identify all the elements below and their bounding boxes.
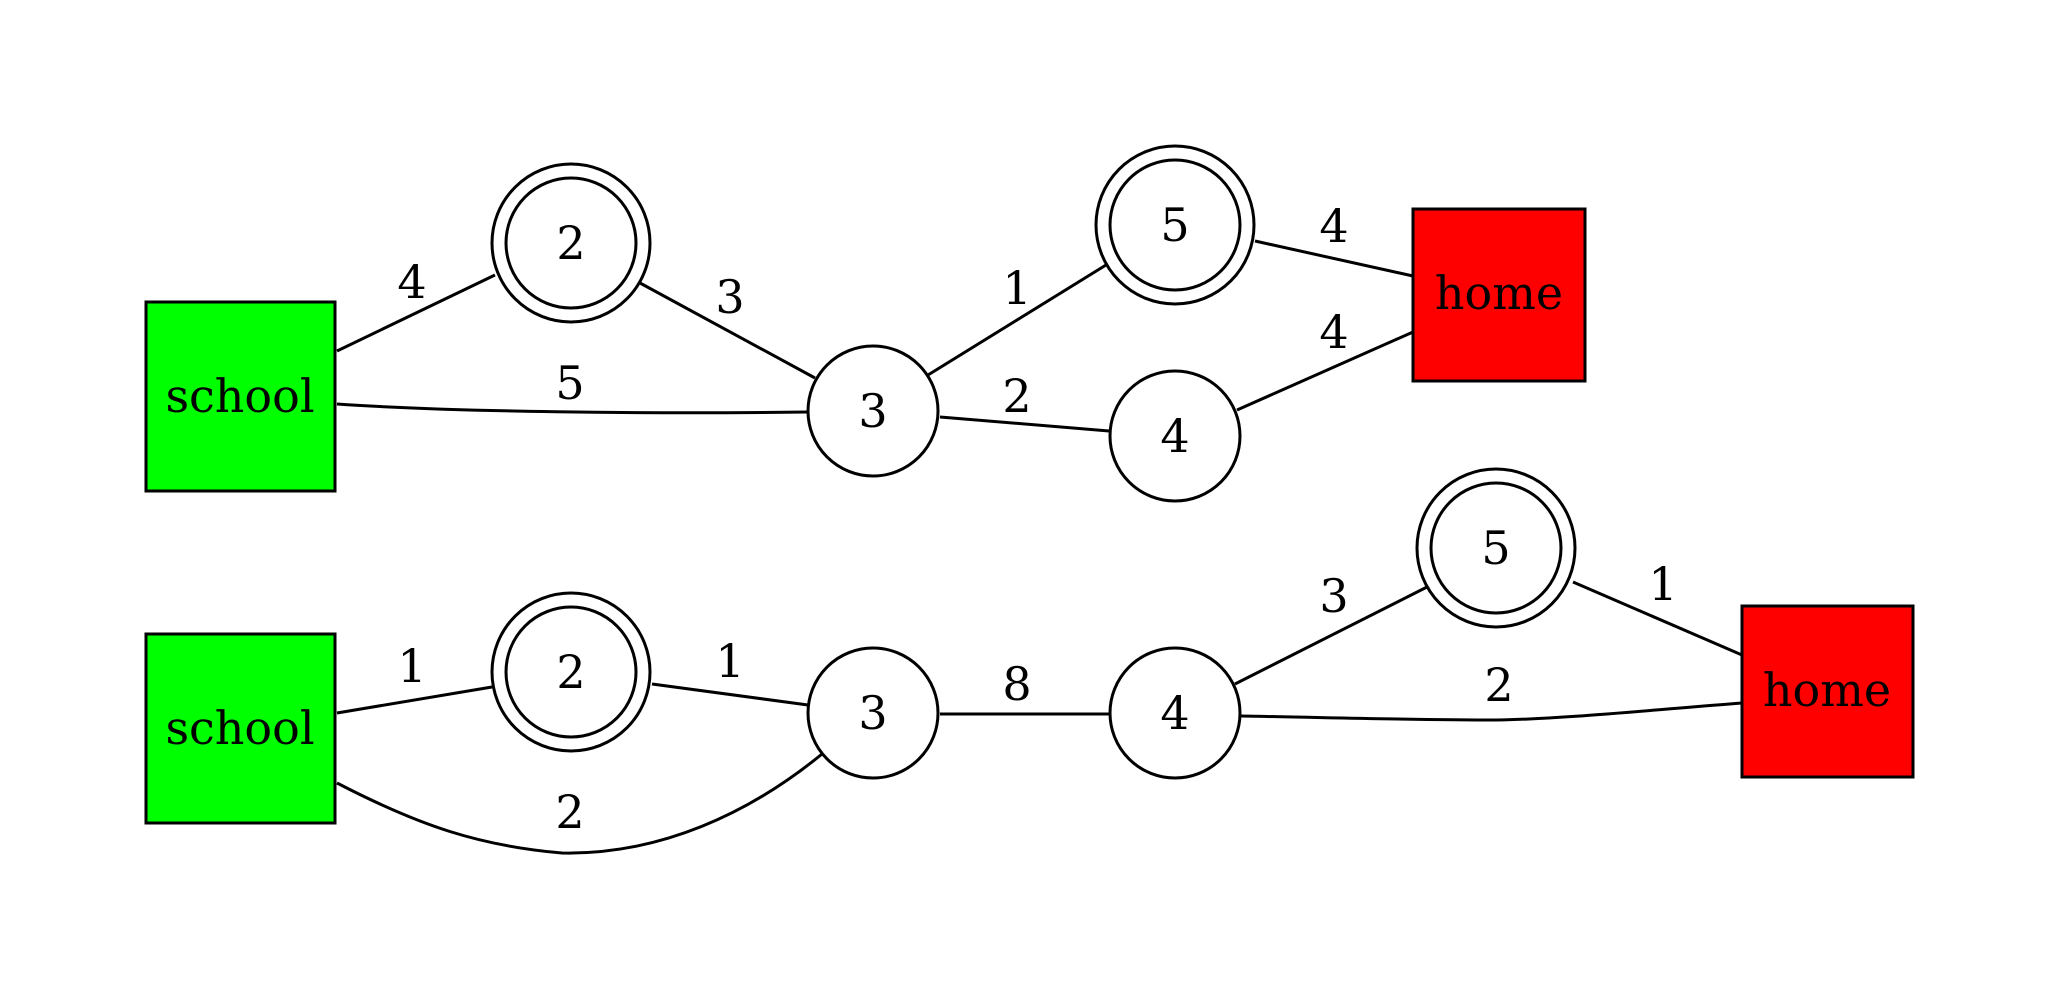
edge-school-2: [336, 685, 493, 715]
edge-label-5-home: 4: [1319, 199, 1348, 253]
edge-5-home: [1254, 239, 1414, 278]
edge-label-4-5: 3: [1319, 569, 1348, 623]
edge-label-school-3: 5: [555, 356, 584, 410]
node-5: 5: [1415, 467, 1577, 629]
edge-3-5: [927, 263, 1107, 377]
node-school: school: [144, 632, 337, 825]
node-2: 2: [490, 591, 652, 753]
node-2-label: 2: [556, 645, 585, 699]
node-4-circle: [1108, 369, 1242, 503]
node-home-box: [1740, 604, 1915, 779]
edge-2-3: [639, 281, 816, 380]
node-4: 4: [1108, 369, 1242, 503]
node-school-box: [144, 632, 337, 825]
graph-2: 1 2 1 8 3 2 1 school 2 3 4 5: [144, 467, 1915, 855]
edge-label-school-2: 4: [397, 255, 426, 309]
node-2: 2: [490, 162, 652, 324]
edge-label-3-4: 2: [1002, 369, 1031, 423]
node-home: home: [1740, 604, 1915, 779]
edge-label-3-4: 8: [1002, 657, 1031, 711]
node-2-inner-ring: [504, 605, 638, 739]
edge-label-school-3: 2: [555, 785, 584, 839]
node-5-inner-ring: [1429, 481, 1563, 615]
edge-label-4-home: 2: [1484, 658, 1513, 712]
node-home: home: [1411, 207, 1587, 383]
node-5-inner-ring: [1108, 158, 1242, 292]
node-school-label: school: [165, 369, 314, 423]
node-2-inner-ring: [504, 176, 638, 310]
node-school: school: [144, 300, 337, 493]
edge-label-5-home: 1: [1648, 557, 1677, 611]
node-3-label: 3: [858, 384, 887, 438]
edge-label-3-5: 1: [1002, 261, 1031, 315]
edge-label-2-3: 3: [715, 270, 744, 324]
edge-school-3: [336, 402, 809, 415]
node-4-label: 4: [1160, 409, 1189, 463]
node-5-label: 5: [1160, 198, 1189, 252]
node-3-circle: [806, 344, 940, 478]
node-4: 4: [1108, 646, 1242, 780]
node-3: 3: [806, 344, 940, 478]
node-5-label: 5: [1481, 521, 1510, 575]
edge-school-3: [336, 752, 823, 855]
node-4-label: 4: [1160, 686, 1189, 740]
node-3-circle: [806, 646, 940, 780]
node-home-label: home: [1763, 663, 1891, 717]
graph-1: 4 5 3 1 2 4 4 school 2 3 5 4: [144, 144, 1587, 503]
node-5: 5: [1094, 144, 1256, 306]
node-home-box: [1411, 207, 1587, 383]
edge-school-2: [336, 273, 496, 353]
edge-label-2-3: 1: [715, 634, 744, 688]
edge-label-school-2: 1: [397, 639, 426, 693]
node-2-label: 2: [556, 216, 585, 270]
edge-5-home: [1572, 580, 1743, 657]
node-3-label: 3: [858, 686, 887, 740]
edge-4-home: [1236, 330, 1414, 412]
node-4-circle: [1108, 646, 1242, 780]
edge-3-4: [939, 415, 1110, 433]
node-home-label: home: [1435, 266, 1563, 320]
node-school-label: school: [165, 701, 314, 755]
edge-label-4-home: 4: [1319, 305, 1348, 359]
node-3: 3: [806, 646, 940, 780]
edge-2-3: [651, 682, 809, 707]
edge-4-home: [1240, 701, 1743, 722]
node-school-box: [144, 300, 337, 493]
edge-4-5: [1234, 585, 1428, 686]
